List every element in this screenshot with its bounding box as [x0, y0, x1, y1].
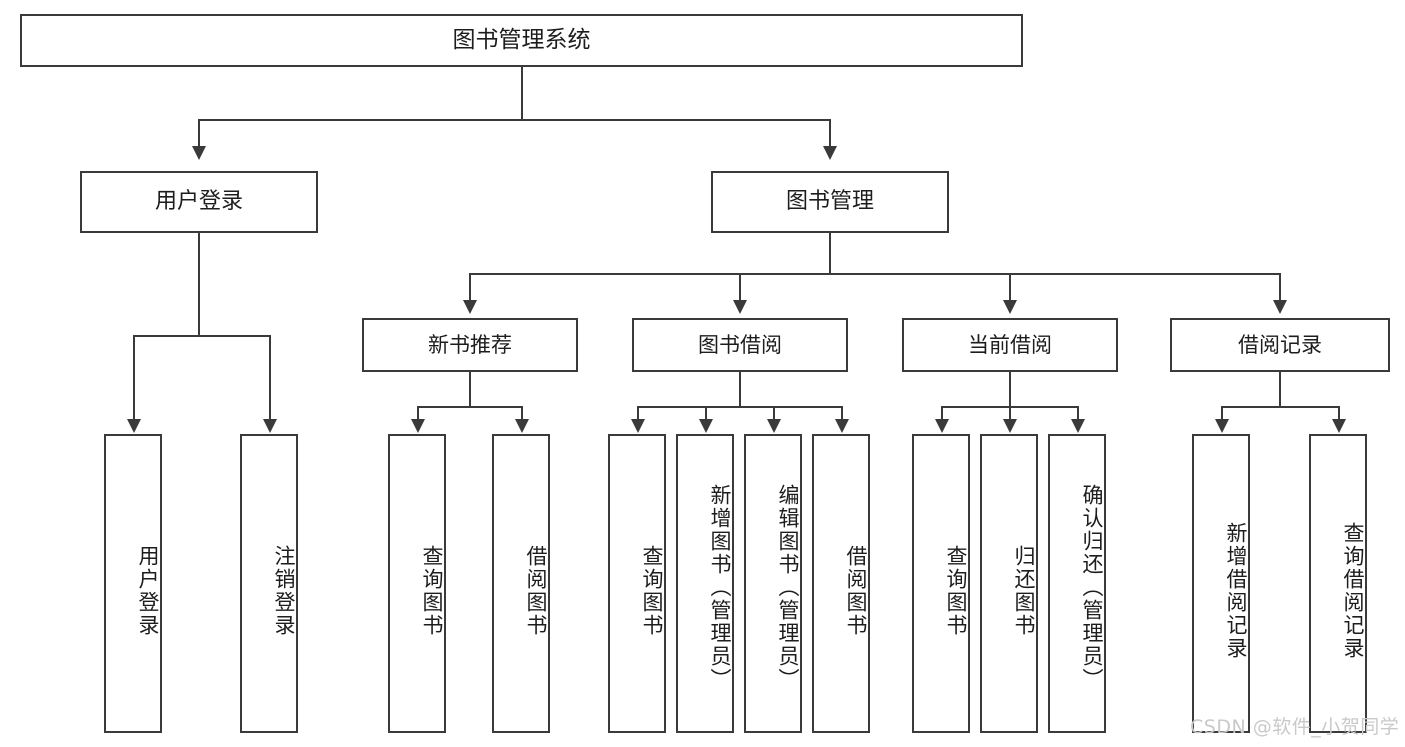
arrowhead-user-login-to-leaf-1 [263, 419, 277, 433]
arrowhead-book-manage-to-lvl3-2 [1003, 300, 1017, 314]
connector-current-borrow-to-leaf-1 [1009, 406, 1011, 421]
connector-root-to-user-login [198, 119, 200, 148]
arrowhead-new-book-to-leaf-1 [515, 419, 529, 433]
connector-book-borrow-stem [739, 372, 741, 406]
connector-current-borrow-stem [1009, 372, 1011, 406]
arrowhead-current-borrow-to-leaf-1 [1003, 419, 1017, 433]
node-user-login[interactable]: 用户登录 [80, 171, 318, 233]
connector-book-borrow-to-leaf-2 [773, 406, 775, 421]
arrowhead-book-manage-to-lvl3-1 [733, 300, 747, 314]
connector-user-login-to-leaf-1 [269, 335, 271, 421]
connector-new-book-to-leaf-0 [417, 406, 419, 421]
connector-root-stem [521, 67, 523, 119]
node-book-management[interactable]: 图书管理 [711, 171, 949, 233]
connector-book-borrow-to-leaf-0 [637, 406, 639, 421]
arrowhead-root-to-user-login [192, 146, 206, 160]
connector-user-login-stem [198, 233, 200, 335]
node-root-library-system[interactable]: 图书管理系统 [20, 14, 1023, 67]
connector-book-borrow-bus [637, 406, 843, 408]
arrowhead-book-borrow-to-leaf-1 [699, 419, 713, 433]
connector-book-borrow-to-leaf-3 [841, 406, 843, 421]
node-current-borrow[interactable]: 当前借阅 [902, 318, 1118, 372]
arrowhead-user-login-to-leaf-0 [127, 419, 141, 433]
arrowhead-book-manage-to-lvl3-3 [1273, 300, 1287, 314]
leaf-borrow-record-1[interactable]: 查询借阅记录 [1309, 434, 1367, 733]
leaf-new-book-recommend-1[interactable]: 借阅图书 [492, 434, 550, 733]
arrowhead-borrow-record-to-leaf-0 [1215, 419, 1229, 433]
connector-borrow-record-to-leaf-0 [1221, 406, 1223, 421]
connector-user-login-to-leaf-0 [133, 335, 135, 421]
leaf-current-borrow-0[interactable]: 查询图书 [912, 434, 970, 733]
connector-user-login-bus [133, 335, 270, 337]
leaf-borrow-record-0[interactable]: 新增借阅记录 [1192, 434, 1250, 733]
leaf-user-login-1[interactable]: 注销登录 [240, 434, 298, 733]
arrowhead-book-borrow-to-leaf-0 [631, 419, 645, 433]
connector-new-book-bus [417, 406, 522, 408]
leaf-book-borrow-3[interactable]: 借阅图书 [812, 434, 870, 733]
node-borrow-record[interactable]: 借阅记录 [1170, 318, 1390, 372]
connector-current-borrow-to-leaf-0 [941, 406, 943, 421]
arrowhead-book-manage-to-lvl3-0 [463, 300, 477, 314]
leaf-current-borrow-2[interactable]: 确认归还（管理员） [1048, 434, 1106, 733]
leaf-new-book-recommend-0[interactable]: 查询图书 [388, 434, 446, 733]
connector-current-borrow-to-leaf-2 [1077, 406, 1079, 421]
leaf-book-borrow-2[interactable]: 编辑图书（管理员） [744, 434, 802, 733]
arrowhead-book-borrow-to-leaf-3 [835, 419, 849, 433]
leaf-current-borrow-1[interactable]: 归还图书 [980, 434, 1038, 733]
connector-borrow-record-stem [1279, 372, 1281, 406]
arrowhead-book-borrow-to-leaf-2 [767, 419, 781, 433]
leaf-book-borrow-1[interactable]: 新增图书（管理员） [676, 434, 734, 733]
arrowhead-new-book-to-leaf-0 [411, 419, 425, 433]
connector-root-bus [198, 119, 831, 121]
connector-new-book-to-leaf-1 [521, 406, 523, 421]
connector-borrow-record-to-leaf-1 [1338, 406, 1340, 421]
arrowhead-current-borrow-to-leaf-0 [935, 419, 949, 433]
connector-book-borrow-to-leaf-1 [705, 406, 707, 421]
arrowhead-current-borrow-to-leaf-2 [1071, 419, 1085, 433]
connector-book-manage-stem [829, 233, 831, 273]
leaf-book-borrow-0[interactable]: 查询图书 [608, 434, 666, 733]
connector-root-to-book-manage [829, 119, 831, 148]
node-new-book-recommend[interactable]: 新书推荐 [362, 318, 578, 372]
connector-book-manage-to-lvl3-2 [1009, 273, 1011, 302]
leaf-user-login-0[interactable]: 用户登录 [104, 434, 162, 733]
arrowhead-root-to-book-manage [823, 146, 837, 160]
connector-borrow-record-bus [1221, 406, 1338, 408]
connector-book-manage-bus [469, 273, 1279, 275]
connector-book-manage-to-lvl3-1 [739, 273, 741, 302]
connector-book-manage-to-lvl3-0 [469, 273, 471, 302]
connector-book-manage-to-lvl3-3 [1279, 273, 1281, 302]
connector-new-book-stem [469, 372, 471, 406]
node-book-borrow[interactable]: 图书借阅 [632, 318, 848, 372]
arrowhead-borrow-record-to-leaf-1 [1332, 419, 1346, 433]
